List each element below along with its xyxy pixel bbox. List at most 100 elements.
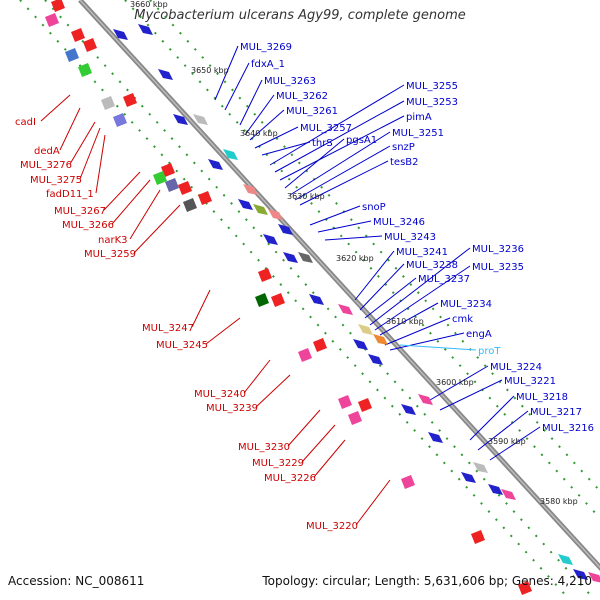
gene-feature-forward	[471, 530, 485, 544]
label-leader	[489, 426, 541, 461]
label-leader	[469, 395, 515, 441]
gene-feature-reverse	[243, 184, 258, 195]
gene-label-reverse: MUL_3269	[240, 42, 292, 53]
gene-feature-forward	[71, 28, 85, 42]
gene-feature-forward	[123, 93, 137, 107]
gene-feature-reverse	[401, 404, 416, 415]
gene-label-rna: proT	[478, 346, 501, 357]
gene-label-forward: cadI	[15, 117, 36, 128]
gene-label-reverse: engA	[466, 329, 492, 340]
label-leader	[133, 204, 181, 254]
gene-label-reverse: MUL_3241	[396, 247, 448, 258]
label-leader	[355, 479, 391, 526]
label-leader	[79, 127, 101, 180]
gene-label-reverse: MUL_3234	[440, 299, 492, 310]
gene-label-reverse: MUL_3262	[276, 91, 328, 102]
gene-feature-reverse	[238, 199, 253, 210]
label-leader	[299, 160, 389, 206]
gene-label-forward: MUL_3239	[206, 403, 258, 414]
gene-label-forward: MUL_3220	[306, 521, 358, 532]
label-leader	[429, 365, 489, 401]
gene-feature-forward	[161, 163, 175, 177]
label-leader	[261, 141, 311, 156]
gene-label-reverse: MUL_3235	[472, 262, 524, 273]
gene-feature-reverse	[428, 432, 443, 443]
backbone-highlight	[79, 0, 600, 569]
label-leader	[274, 100, 405, 173]
gene-label-forward: MUL_3259	[84, 249, 136, 260]
inner-track-right	[124, 0, 600, 520]
gene-feature-reverse	[418, 394, 433, 405]
gene-feature-reverse	[501, 489, 516, 500]
label-leader	[269, 84, 405, 166]
gene-feature-reverse	[558, 554, 573, 565]
label-leader	[254, 126, 299, 149]
gene-label-reverse: pgsA1	[346, 135, 377, 146]
gene-label-forward: MUL_3229	[252, 458, 304, 469]
label-leader	[317, 220, 372, 233]
label-leader	[399, 344, 477, 351]
gene-label-reverse: MUL_3261	[286, 106, 338, 117]
gene-label-forward: dedA	[34, 146, 60, 157]
accession-text: Accession: NC_008611	[8, 574, 145, 588]
gene-label-forward: MUL_3276	[20, 160, 72, 171]
gene-label-forward: MUL_3226	[264, 473, 316, 484]
gene-feature-forward	[183, 198, 197, 212]
scale-label: 3640 kbp	[240, 129, 278, 138]
label-leader	[244, 94, 275, 136]
gene-feature-reverse	[268, 209, 283, 220]
gene-feature-forward	[78, 63, 92, 77]
label-leader	[384, 317, 451, 346]
gene-label-reverse: cmk	[452, 314, 473, 325]
label-leader	[40, 94, 71, 122]
gene-feature-reverse	[353, 339, 368, 350]
map-title: Mycobacterium ulcerans Agy99, complete g…	[134, 8, 466, 23]
scale-label: 3580 kbp	[540, 497, 578, 506]
gene-feature-reverse	[573, 569, 588, 580]
gene-feature-forward	[401, 475, 415, 489]
gene-label-reverse: MUL_3216	[542, 423, 594, 434]
gene-label-forward: MUL_3267	[54, 206, 106, 217]
label-leader	[249, 109, 285, 141]
label-leader	[313, 439, 346, 478]
label-leader	[205, 317, 241, 345]
gene-label-forward: MUL_3275	[30, 175, 82, 186]
gene-feature-reverse	[283, 252, 298, 263]
label-leader	[354, 250, 395, 301]
gene-label-reverse: MUL_3238	[406, 260, 458, 271]
gene-label-reverse: MUL_3246	[373, 217, 425, 228]
gene-label-reverse: MUL_3217	[530, 407, 582, 418]
gene-label-reverse: MUL_3221	[504, 376, 556, 387]
scale-label: 3610 kbp	[386, 317, 424, 326]
label-leader	[374, 265, 471, 331]
gene-feature-reverse	[278, 224, 293, 235]
gene-feature-forward	[198, 191, 212, 205]
gene-label-reverse: pimA	[406, 112, 432, 123]
label-leader	[95, 134, 106, 194]
gene-feature-forward	[358, 398, 372, 412]
gene-label-reverse: MUL_3236	[472, 244, 524, 255]
gene-feature-reverse	[138, 24, 153, 35]
label-leader	[309, 205, 361, 226]
gene-label-reverse: snzP	[392, 142, 415, 153]
gene-label-forward: MUL_3266	[62, 220, 114, 231]
label-leader	[59, 107, 81, 151]
gene-feature-forward	[518, 581, 532, 595]
gene-label-reverse: MUL_3251	[392, 128, 444, 139]
gene-feature-reverse	[208, 159, 223, 170]
label-leader	[324, 235, 383, 241]
gene-label-reverse: MUL_3255	[406, 81, 458, 92]
label-leader	[214, 45, 239, 101]
gene-feature-forward	[348, 411, 362, 425]
label-leader	[287, 409, 321, 447]
gene-feature-forward	[258, 268, 272, 282]
label-leader	[364, 277, 417, 319]
gene-label-forward: MUL_3247	[142, 323, 194, 334]
gene-label-reverse: MUL_3257	[300, 123, 352, 134]
gene-feature-forward	[178, 181, 192, 195]
gene-feature-reverse	[588, 572, 600, 583]
gene-label-reverse: snoP	[362, 202, 386, 213]
backbone	[78, 0, 600, 571]
gene-feature-forward	[255, 293, 269, 307]
